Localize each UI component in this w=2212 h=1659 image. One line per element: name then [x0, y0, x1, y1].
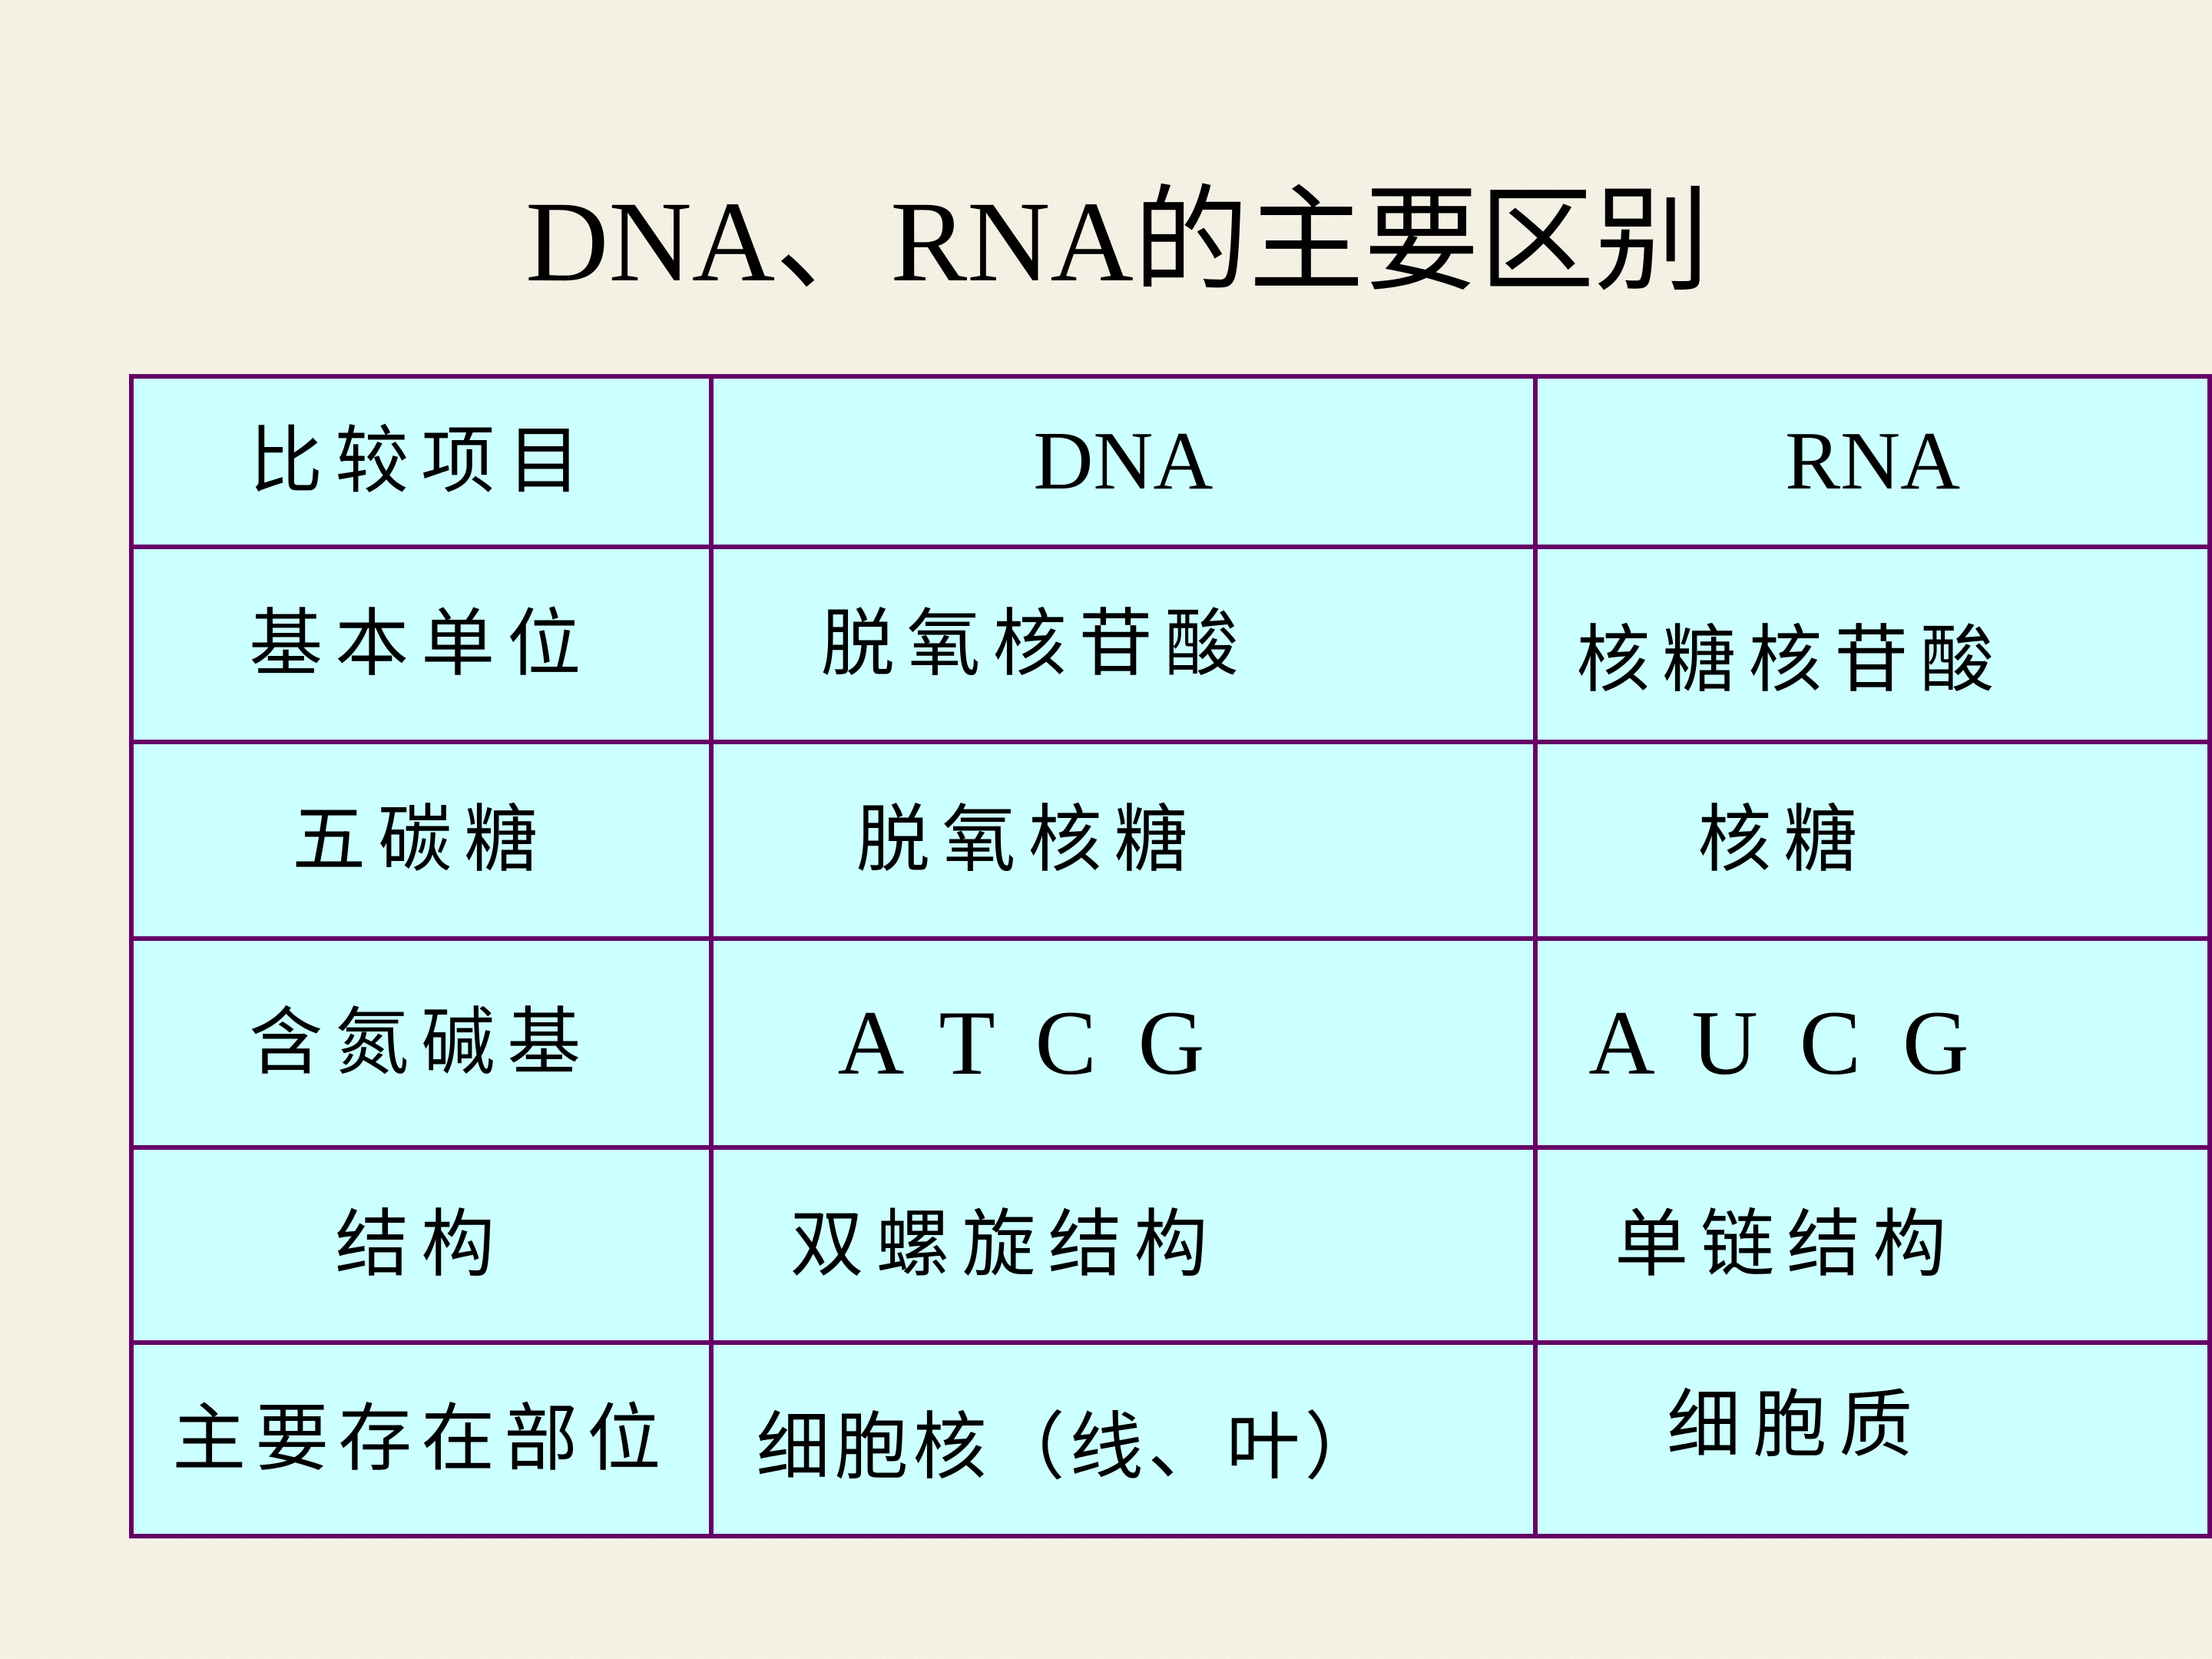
- header-item-cell: 比较项目: [129, 374, 714, 549]
- table-row: 五碳糖 脱氧核糖 核糖: [129, 740, 2212, 941]
- row-rna-cell: 核糖: [1533, 740, 2212, 941]
- row-rna-cell: 细胞质: [1533, 1340, 2212, 1538]
- row-dna-cell: 脱氧核苷酸: [708, 545, 1538, 744]
- header-rna-cell: RNA: [1533, 374, 2212, 549]
- row-dna-cell: 双螺旋结构: [708, 1145, 1538, 1345]
- table-header-row: 比较项目 DNA RNA: [129, 374, 2212, 549]
- row-item-cell: 结构: [129, 1145, 714, 1345]
- slide-title: DNA、RNA的主要区别: [525, 178, 1710, 306]
- row-item-cell: 主要存在部位: [129, 1340, 714, 1538]
- row-dna-cell: 脱氧核糖: [708, 740, 1538, 941]
- comparison-table-wrapper: 比较项目 DNA RNA 基本单位 脱氧核苷酸 核糖核苷酸 五碳糖 脱氧核糖 核…: [129, 374, 2212, 1538]
- row-dna-cell: A T C G: [708, 936, 1538, 1150]
- table-row: 基本单位 脱氧核苷酸 核糖核苷酸: [129, 545, 2212, 744]
- row-rna-cell: A U C G: [1533, 936, 2212, 1150]
- row-item-cell: 五碳糖: [129, 740, 714, 941]
- row-dna-cell: 细胞核（线、叶）: [708, 1340, 1538, 1538]
- row-rna-cell: 核糖核苷酸: [1533, 545, 2212, 744]
- comparison-table: 比较项目 DNA RNA 基本单位 脱氧核苷酸 核糖核苷酸 五碳糖 脱氧核糖 核…: [129, 374, 2212, 1538]
- row-item-cell: 含氮碱基: [129, 936, 714, 1150]
- row-rna-cell: 单链结构: [1533, 1145, 2212, 1345]
- table-row: 结构 双螺旋结构 单链结构: [129, 1145, 2212, 1345]
- row-item-cell: 基本单位: [129, 545, 714, 744]
- table-row: 主要存在部位 细胞核（线、叶） 细胞质: [129, 1340, 2212, 1538]
- table-row: 含氮碱基 A T C G A U C G: [129, 936, 2212, 1150]
- header-dna-cell: DNA: [708, 374, 1538, 549]
